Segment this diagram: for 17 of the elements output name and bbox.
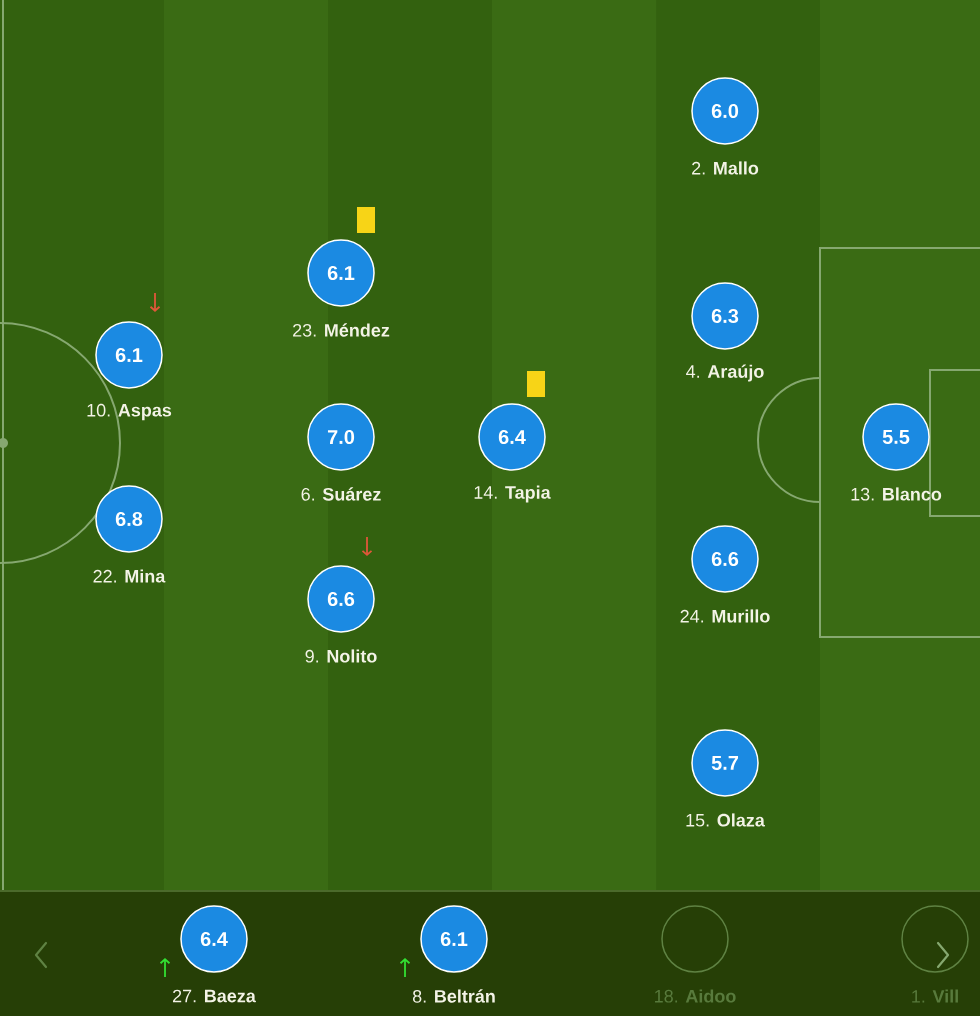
player-name: 9. Nolito xyxy=(305,649,377,663)
player-name: 2. Mallo xyxy=(692,161,759,175)
empty-circle xyxy=(661,905,729,973)
player-name: 13. Blanco xyxy=(851,487,942,501)
player-name: 6. Suárez xyxy=(301,487,381,501)
player-name: 22. Mina xyxy=(93,569,166,583)
player-name: 8. Beltrán xyxy=(412,989,495,1003)
player-name: 14. Tapia xyxy=(474,485,551,503)
player-name: 15. Olaza xyxy=(686,813,765,827)
player-name: 24. Murillo xyxy=(680,609,770,623)
player-name: 4. Araújo xyxy=(686,364,764,382)
player-name: 18. Aidoo xyxy=(655,989,736,1003)
player-name: 10. Aspas xyxy=(87,403,172,421)
player-name: 27. Baeza xyxy=(173,989,256,1003)
empty-circle xyxy=(901,905,969,973)
player-name: 1. Vill xyxy=(912,989,958,1003)
player-name: 23. Méndez xyxy=(293,323,390,337)
